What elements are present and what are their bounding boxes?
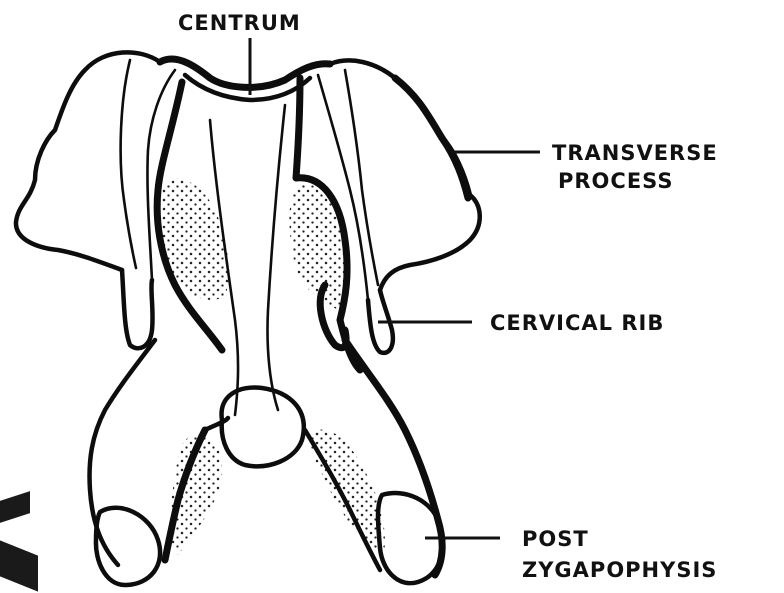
label-post-line1: POST bbox=[522, 527, 589, 551]
label-centrum: CENTRUM bbox=[178, 11, 301, 35]
label-transverse-line2: PROCESS bbox=[558, 169, 673, 193]
stipple-right-lower bbox=[310, 429, 385, 560]
left-wing-rib-stem bbox=[122, 270, 153, 348]
left-wing-ridge bbox=[121, 60, 136, 268]
left-transverse-process bbox=[16, 52, 160, 270]
right-transverse-process bbox=[330, 60, 480, 290]
left-limb-outer bbox=[90, 340, 155, 565]
label-post-line2: ZYGAPOPHYSIS bbox=[522, 558, 717, 582]
central-knob bbox=[222, 387, 304, 466]
centre-column-right bbox=[267, 105, 285, 410]
right-limb-outer bbox=[345, 340, 442, 575]
label-transverse-line1: TRANSVERSE bbox=[552, 141, 718, 165]
left-limb-joint bbox=[205, 418, 228, 430]
label-cervical-rib: CERVICAL RIB bbox=[490, 311, 664, 335]
right-wing-outer-thick bbox=[395, 78, 468, 198]
